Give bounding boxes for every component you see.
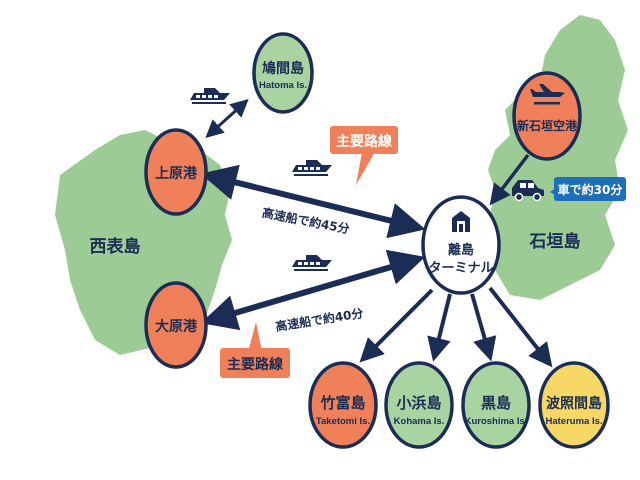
terminal-hateruma-arrow (488, 286, 553, 368)
svg-text:主要路線: 主要路線 (227, 356, 283, 373)
svg-text:大原港: 大原港 (155, 318, 198, 335)
svg-text:Taketomi Is.: Taketomi Is. (316, 416, 370, 427)
svg-text:Kuroshima Is.: Kuroshima Is. (465, 416, 528, 427)
car-icon (512, 180, 544, 202)
main-route-badge: 主要路線 (220, 322, 290, 378)
terminal-building-icon (452, 211, 470, 232)
ferry-icon (292, 255, 332, 271)
ohara-route-time: 高速船で約40分 (274, 305, 364, 334)
uehara-hatoma-arrow (205, 98, 249, 139)
island-node-hatoma[interactable]: 鳩間島 Hatoma Is. (252, 32, 314, 114)
svg-text:Hateruma Is.: Hateruma Is. (545, 416, 602, 427)
ohara-terminal-arrow (200, 249, 426, 331)
svg-text:ターミナル: ターミナル (428, 261, 493, 276)
island-node-kohama[interactable]: 小浜島 Kohama Is. (384, 361, 454, 449)
port-node-uehara[interactable]: 上原港 (144, 128, 208, 216)
svg-text:鳩間島: 鳩間島 (262, 60, 304, 77)
airplane-icon (530, 84, 565, 105)
island-node-kuroshima[interactable]: 黒島 Kuroshima Is. (461, 361, 531, 449)
island-node-hateruma[interactable]: 波照間島 Hateruma Is. (538, 361, 610, 449)
terminal-kohama-arrow (427, 293, 452, 362)
terminal-kuroshima-arrow (470, 293, 497, 362)
terminal-taketomi-arrow (359, 288, 434, 363)
iriomote-label: 西表島 (90, 236, 141, 257)
island-node-taketomi[interactable]: 竹富島 Taketomi Is. (308, 361, 378, 449)
uehara-terminal-arrow (200, 164, 426, 239)
port-node-ohara[interactable]: 大原港 (144, 281, 208, 369)
svg-text:黒島: 黒島 (481, 394, 511, 412)
airport-node[interactable]: 新石垣空港 (512, 71, 582, 161)
ishigaki-label: 石垣島 (529, 231, 581, 252)
airport-terminal-arrow (489, 153, 530, 206)
svg-text:離島: 離島 (448, 242, 474, 258)
svg-text:上原港: 上原港 (155, 165, 198, 182)
svg-text:小浜島: 小浜島 (396, 394, 441, 412)
ferry-icon (292, 160, 332, 176)
svg-text:Hatoma Is.: Hatoma Is. (259, 80, 307, 91)
terminal-node[interactable]: 離島 ターミナル (421, 195, 501, 295)
svg-text:波照間島: 波照間島 (546, 395, 602, 412)
main-route-badge: 主要路線 (330, 126, 398, 185)
svg-text:主要路線: 主要路線 (336, 133, 392, 150)
car-time-badge: 車で約30分 (550, 177, 626, 201)
svg-text:竹富島: 竹富島 (319, 394, 365, 412)
ferry-icon (190, 88, 230, 104)
svg-text:Kohama Is.: Kohama Is. (394, 416, 445, 427)
svg-text:新石垣空港: 新石垣空港 (517, 118, 578, 133)
svg-text:車で約30分: 車で約30分 (558, 182, 623, 197)
